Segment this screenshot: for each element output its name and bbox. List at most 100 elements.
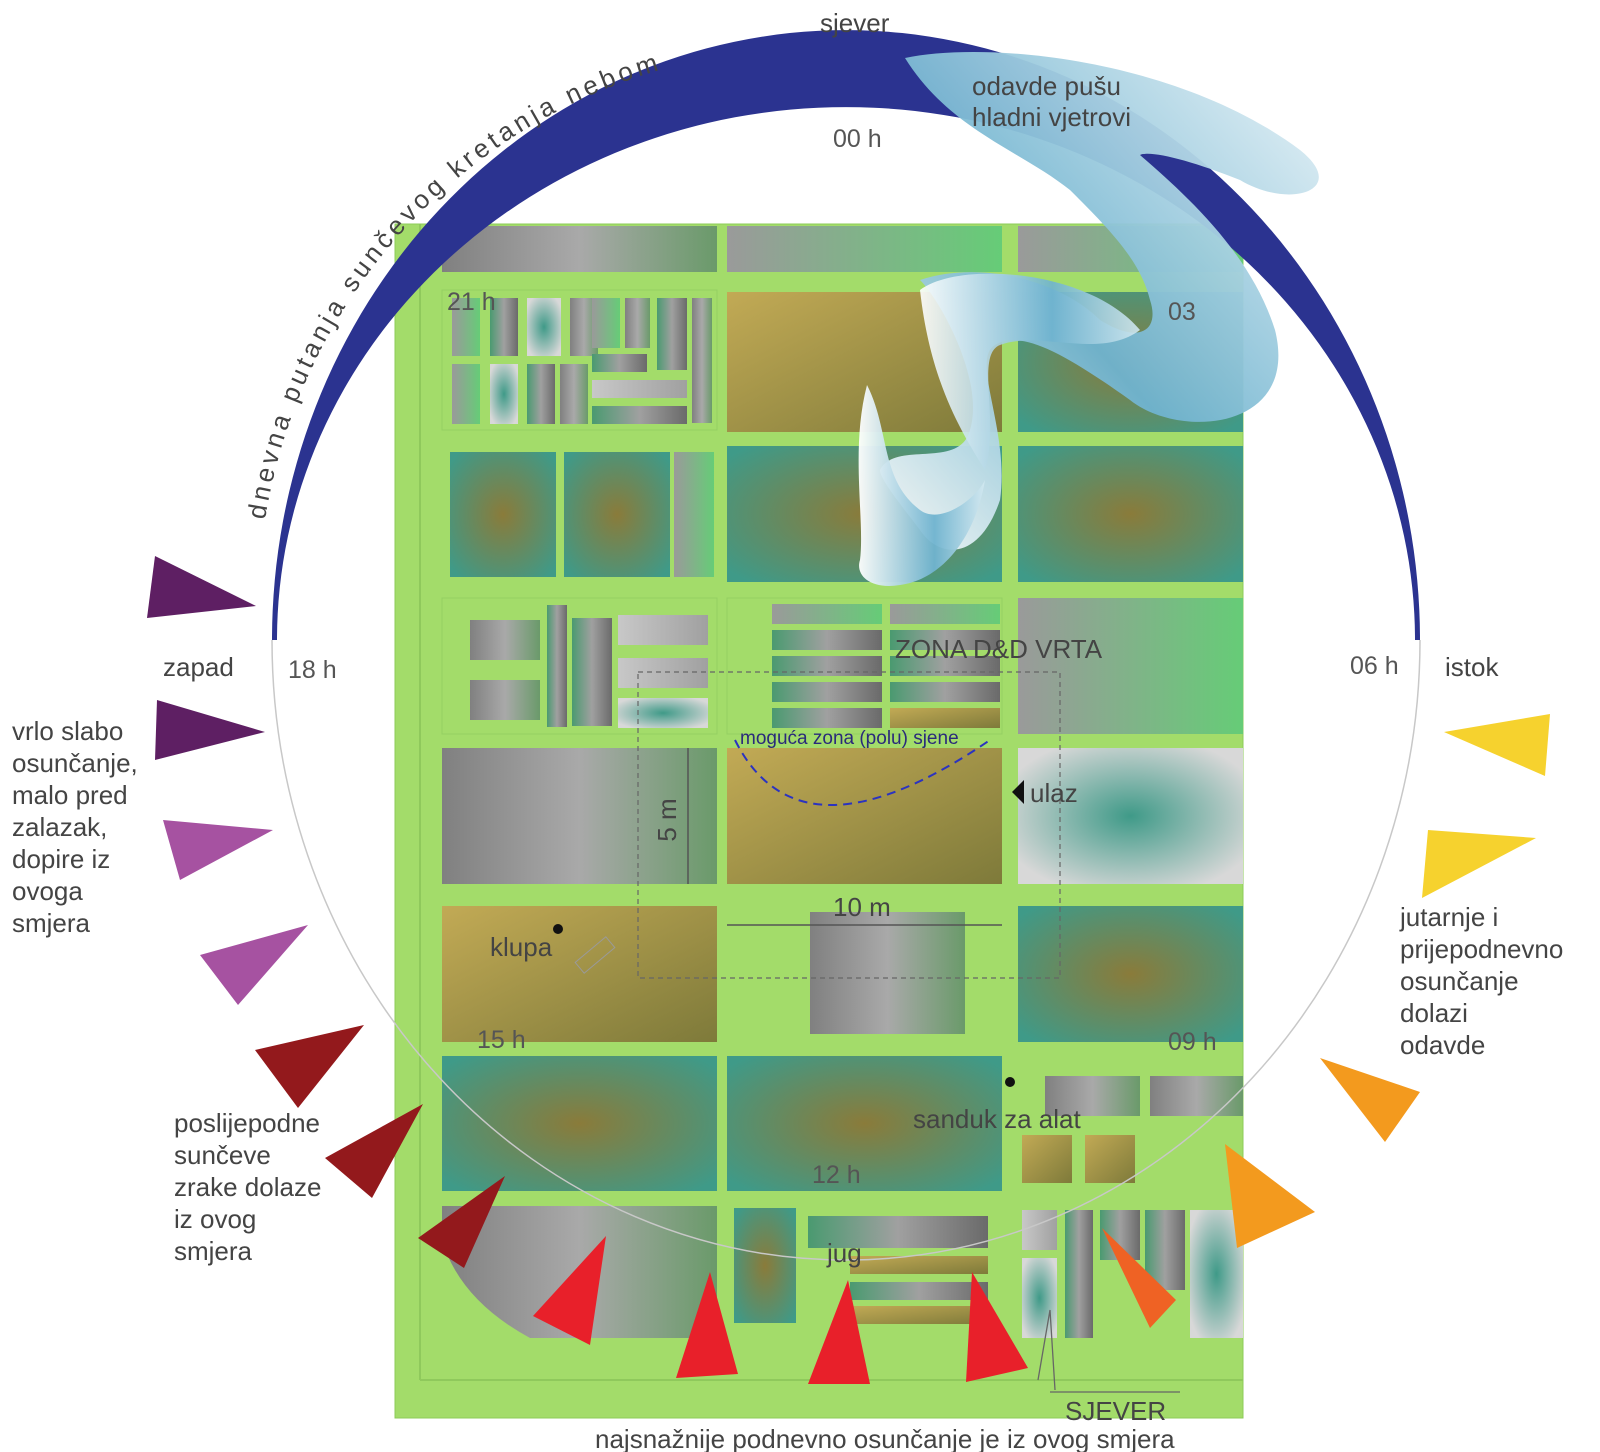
bed (1085, 1135, 1135, 1183)
bed (490, 364, 518, 424)
south-label: jug (826, 1238, 862, 1268)
wind-label-line1: odavde pušu (972, 71, 1121, 101)
bed (772, 604, 882, 624)
sun-ray-noon-3 (808, 1280, 870, 1384)
bed (808, 1216, 988, 1248)
dimension-width-label: 10 m (833, 892, 891, 922)
west-label: zapad (163, 652, 234, 682)
note-line: smjera (12, 908, 91, 938)
bed (572, 618, 612, 726)
note-line: smjera (174, 1236, 253, 1266)
sun-ray-noon-4 (966, 1272, 1028, 1382)
dimension-height-label: 5 m (652, 798, 682, 841)
bed (772, 708, 882, 728)
bed (772, 656, 882, 676)
bed (810, 912, 965, 1034)
bed (564, 452, 670, 577)
bed (1065, 1210, 1093, 1338)
hour-00: 00 h (833, 125, 882, 153)
note-line: zrake dolaze (174, 1172, 321, 1202)
note-line: iz ovog (174, 1204, 256, 1234)
hour-15: 15 h (477, 1026, 526, 1054)
bed (727, 1056, 1002, 1191)
note-line: osunčanje, (12, 748, 138, 778)
bed (1190, 1210, 1243, 1338)
sun-ray-afternoon-3 (418, 1176, 505, 1268)
bed (490, 298, 518, 356)
bed (850, 1306, 988, 1324)
bed (592, 380, 687, 398)
note-line: vrlo slabo (12, 716, 123, 746)
note-line: malo pred (12, 780, 128, 810)
note-line: dolazi (1400, 998, 1468, 1028)
bed (1018, 748, 1243, 884)
sun-ray-weak-1 (163, 820, 273, 880)
toolbox-label: sanduk za alat (913, 1104, 1081, 1134)
zone-title: ZONA D&D VRTA (895, 634, 1103, 664)
bed (625, 298, 650, 348)
bed (890, 682, 1000, 702)
sun-ray-morning-2 (1320, 1058, 1420, 1142)
bed (527, 298, 561, 356)
bed (452, 364, 480, 424)
bed (1022, 1135, 1072, 1183)
hour-03: 03 (1168, 298, 1196, 326)
bed (560, 364, 588, 424)
bed (470, 620, 540, 660)
wind-label-line2: hladni vjetrovi (972, 102, 1131, 132)
sun-ray-west-1 (147, 556, 256, 618)
shade-zone-arc (734, 739, 991, 806)
bed (727, 226, 1002, 272)
hour-21: 21 h (447, 288, 496, 316)
bed (1045, 1076, 1140, 1116)
bed (1022, 1210, 1057, 1250)
garden-zone-outline (637, 671, 1061, 979)
bed (442, 226, 717, 272)
north-arrow-label: SJEVER (1065, 1396, 1166, 1426)
bed (442, 748, 717, 884)
wind-funnel-shape (920, 273, 1140, 470)
bed (470, 680, 540, 720)
sun-ray-morning-4 (1444, 714, 1550, 776)
bed (734, 1208, 796, 1323)
entrance-marker (1012, 780, 1024, 804)
note-line: odavde (1400, 1030, 1485, 1060)
bed (850, 1282, 988, 1300)
east-label: istok (1445, 652, 1499, 682)
bed (772, 682, 882, 702)
bed (442, 906, 717, 1042)
bed (890, 708, 1000, 728)
note-line: zalazak, (12, 812, 107, 842)
bed (727, 748, 1002, 884)
bed (442, 1056, 717, 1191)
hour-18: 18 h (288, 656, 337, 684)
note-line: ovoga (12, 876, 83, 906)
toolbox-dot (1005, 1077, 1015, 1087)
bed (592, 406, 687, 424)
note-line: dopire iz (12, 844, 110, 874)
sun-ray-noon-5 (1102, 1228, 1176, 1328)
bed (890, 630, 1000, 650)
bed (850, 1256, 988, 1274)
bed (618, 658, 708, 688)
bed (657, 298, 687, 370)
sun-ray-noon-1 (533, 1236, 606, 1345)
entrance-label: ulaz (1030, 778, 1078, 808)
bench-icon (574, 936, 616, 974)
sun-ray-weak-2 (200, 925, 308, 1005)
bed (452, 298, 480, 356)
bed (692, 298, 712, 423)
bed (592, 298, 620, 348)
north-label: sjever (820, 8, 890, 38)
bed (1018, 598, 1243, 734)
bed (618, 698, 708, 728)
hour-09: 09 h (1168, 1028, 1217, 1056)
bed (1022, 1258, 1057, 1338)
sun-ray-afternoon-1 (255, 1025, 364, 1108)
bench-label: klupa (490, 932, 553, 962)
bed (1150, 1076, 1243, 1116)
sun-ray-west-2 (155, 700, 265, 760)
hour-06: 06 h (1350, 652, 1399, 680)
